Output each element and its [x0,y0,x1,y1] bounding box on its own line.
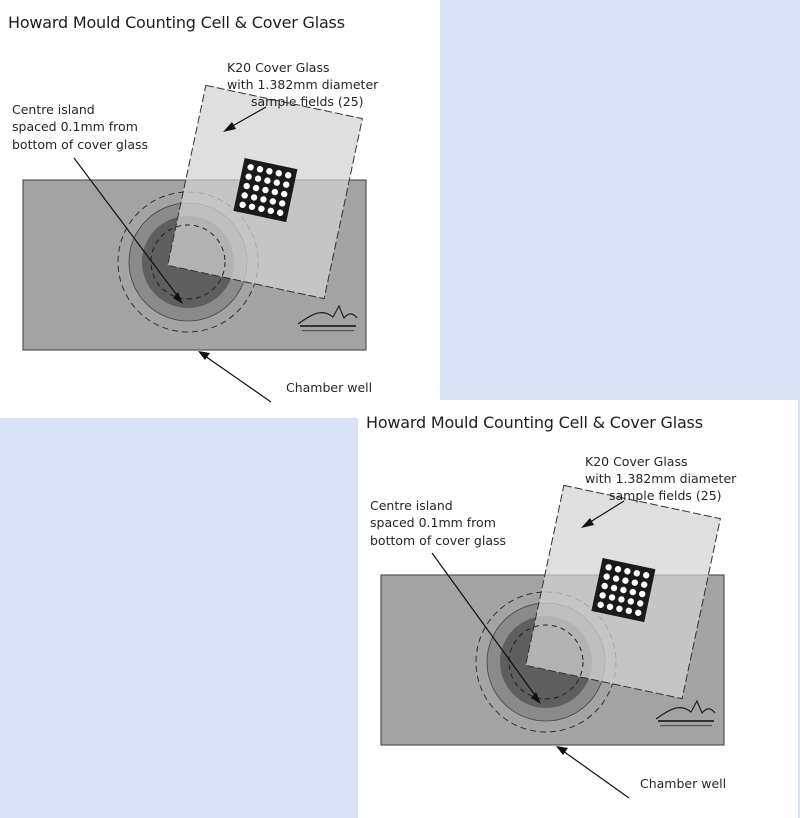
manufacturer-logo [655,699,716,727]
sample-field [266,168,273,175]
sample-field [248,203,256,211]
sample-field [622,577,629,584]
diagram-panel-top: Howard Mould Counting Cell & Cover Glass… [0,0,440,418]
cover-glass-arrow [228,106,267,129]
sample-field [635,609,642,617]
cover-glass-label-line3: sample fields (25) [609,488,722,503]
cover-glass-label-line1: K20 Cover Glass [227,60,330,75]
sample-field [256,166,264,173]
diagram-title: Howard Mould Counting Cell & Cover Glass [366,413,703,432]
cover-glass-label: K20 Cover Glass with 1.382mm diameter sa… [227,60,382,109]
chamber-well-arrowhead [198,351,210,360]
sample-fields [239,164,292,217]
centre-island-arrowhead [531,692,541,704]
sample-field [247,164,254,171]
sample-field [243,182,250,190]
sample-field [606,603,614,611]
cover-glass-label: K20 Cover Glass with 1.382mm diameter sa… [585,454,740,503]
centre-island-label-line3: bottom of cover glass [12,137,148,152]
sample-field [603,573,610,580]
manufacturer-logo [297,304,358,332]
centre-island-label-line1: Centre island [370,498,453,513]
sample-field [597,601,604,609]
sample-field [269,198,277,205]
sample-field [614,566,622,573]
sample-field [627,598,635,605]
chamber-well-arrowhead [556,746,568,755]
diagram-title: Howard Mould Counting Cell & Cover Glass [8,13,345,32]
sample-field-grid [233,158,298,223]
sample-field [608,594,616,601]
sample-field [640,581,648,588]
cover-glass-label-line2: with 1.382mm diameter [227,77,379,92]
chamber-well-label: Chamber well [286,380,372,395]
centre-island-label-line3: bottom of cover glass [370,533,506,548]
sample-field [601,582,608,590]
cover-glass-arrowhead [223,122,236,132]
sample-field [282,181,290,188]
sample-fields [597,564,650,617]
counting-cell-diagram: Howard Mould Counting Cell & Cover Glass… [8,13,382,403]
sample-field [250,194,258,201]
chamber-well-label: Chamber well [640,776,726,791]
sample-field [625,607,633,615]
sample-field [279,200,286,207]
centre-island-label-line2: spaced 0.1mm from [12,119,138,134]
sample-field [284,172,292,179]
sample-field [267,207,275,215]
sample-field [239,201,246,209]
centre-island-arrowhead [173,292,183,304]
cover-glass-label-line3: sample fields (25) [251,94,364,109]
centre-island-arrow [73,157,180,299]
centre-island-arrow [431,552,538,699]
sample-field [271,188,279,196]
centre-island-label: Centre island spaced 0.1mm from bottom o… [12,102,148,152]
sample-field [275,170,282,177]
sample-field [264,177,271,184]
counting-cell-diagram: Howard Mould Counting Cell & Cover Glass… [366,413,740,799]
centre-island-label: Centre island spaced 0.1mm from bottom o… [370,498,506,548]
sample-field [280,190,288,198]
sample-field [616,605,623,613]
sample-field [629,588,637,596]
sample-field [610,584,618,592]
sample-field [258,205,265,213]
chamber-well-arrow [562,750,630,799]
sample-field [241,192,248,199]
cover-glass-arrow [586,500,625,525]
sample-field [637,600,644,607]
cover-glass-label-line1: K20 Cover Glass [585,454,688,469]
sample-field [262,186,269,194]
chamber-well-arrow [204,355,272,403]
centre-island-label-line2: spaced 0.1mm from [370,515,496,530]
island-dashed-ring [508,624,584,700]
sample-field-grid [591,558,656,623]
sample-field [245,173,252,180]
sample-field [612,575,620,582]
sample-field [260,196,267,203]
sample-field [254,175,262,182]
sample-field [599,592,606,599]
cover-glass-group [525,484,721,700]
cover-glass-arrowhead [581,518,594,528]
sample-field [618,596,625,603]
sample-field [252,184,260,192]
sample-field [624,568,631,575]
cover-glass-label-line2: with 1.382mm diameter [585,471,737,486]
sample-field [638,590,646,598]
sample-field [273,179,281,186]
sample-field [277,209,284,217]
centre-island-label-line1: Centre island [12,102,95,117]
sample-field [631,579,639,586]
sample-field [633,570,640,577]
diagram-panel-bottom: Howard Mould Counting Cell & Cover Glass… [358,400,798,818]
island-dashed-ring [150,224,226,300]
sample-field [605,564,612,571]
sample-field [642,572,650,579]
sample-field [620,586,627,594]
cover-glass-group [167,84,363,300]
